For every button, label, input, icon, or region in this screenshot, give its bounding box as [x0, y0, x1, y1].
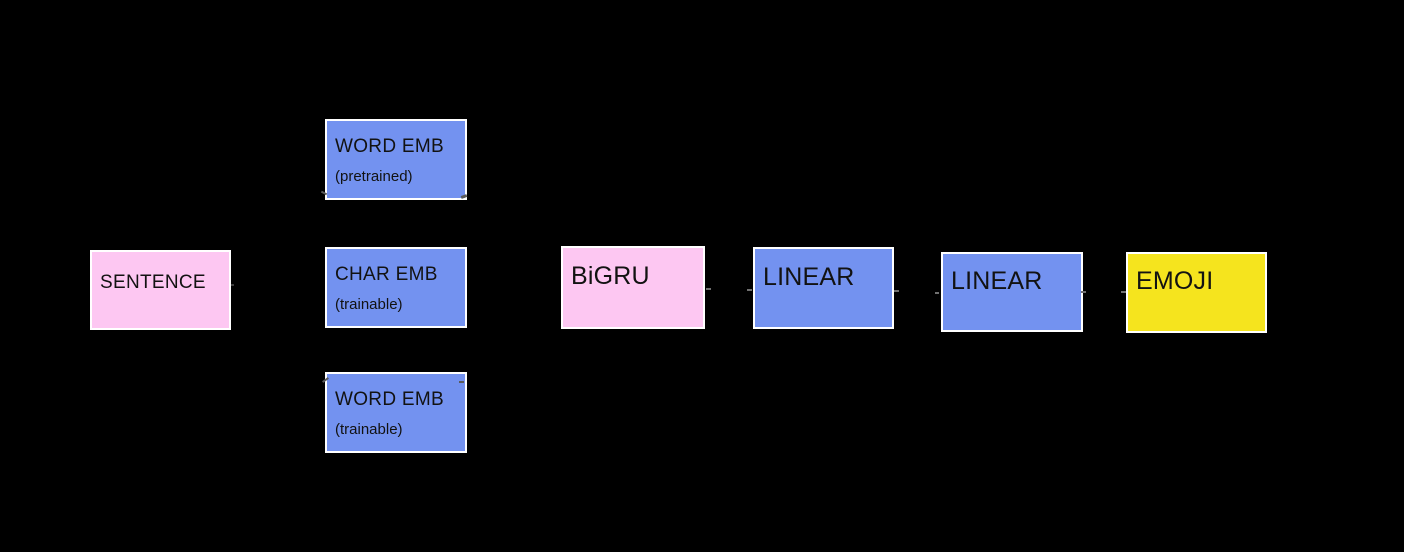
arrow-artifact — [1081, 291, 1086, 293]
arrow-artifact — [706, 288, 711, 290]
node-sentence: SENTENCE — [90, 250, 231, 330]
node-label: LINEAR — [763, 263, 855, 291]
arrow-artifact — [894, 290, 899, 292]
arrow-artifact — [1121, 291, 1126, 293]
node-label: EMOJI — [1136, 267, 1214, 295]
arrow-artifact — [231, 284, 234, 286]
node-label: WORD EMB — [335, 136, 445, 157]
node-sublabel: (pretrained) — [335, 168, 413, 185]
node-emoji: EMOJI — [1126, 252, 1267, 333]
node-label: CHAR EMB — [335, 264, 438, 285]
node-linear-1: LINEAR — [753, 247, 894, 329]
node-word-emb-trainable: WORD EMB (trainable) — [325, 372, 467, 453]
arrow-artifact — [747, 289, 752, 291]
arrow-artifact — [459, 381, 464, 383]
node-linear-2: LINEAR — [941, 252, 1083, 332]
node-bigru: BiGRU — [561, 246, 705, 329]
node-label: BiGRU — [571, 262, 650, 290]
node-label: SENTENCE — [100, 272, 206, 293]
arrow-artifact — [935, 292, 939, 294]
node-label: WORD EMB — [335, 389, 445, 410]
node-sublabel: (trainable) — [335, 421, 403, 438]
node-label: LINEAR — [951, 267, 1043, 295]
node-sublabel: (trainable) — [335, 296, 403, 313]
node-word-emb-pretrained: WORD EMB (pretrained) — [325, 119, 467, 200]
node-char-emb: CHAR EMB (trainable) — [325, 247, 467, 328]
